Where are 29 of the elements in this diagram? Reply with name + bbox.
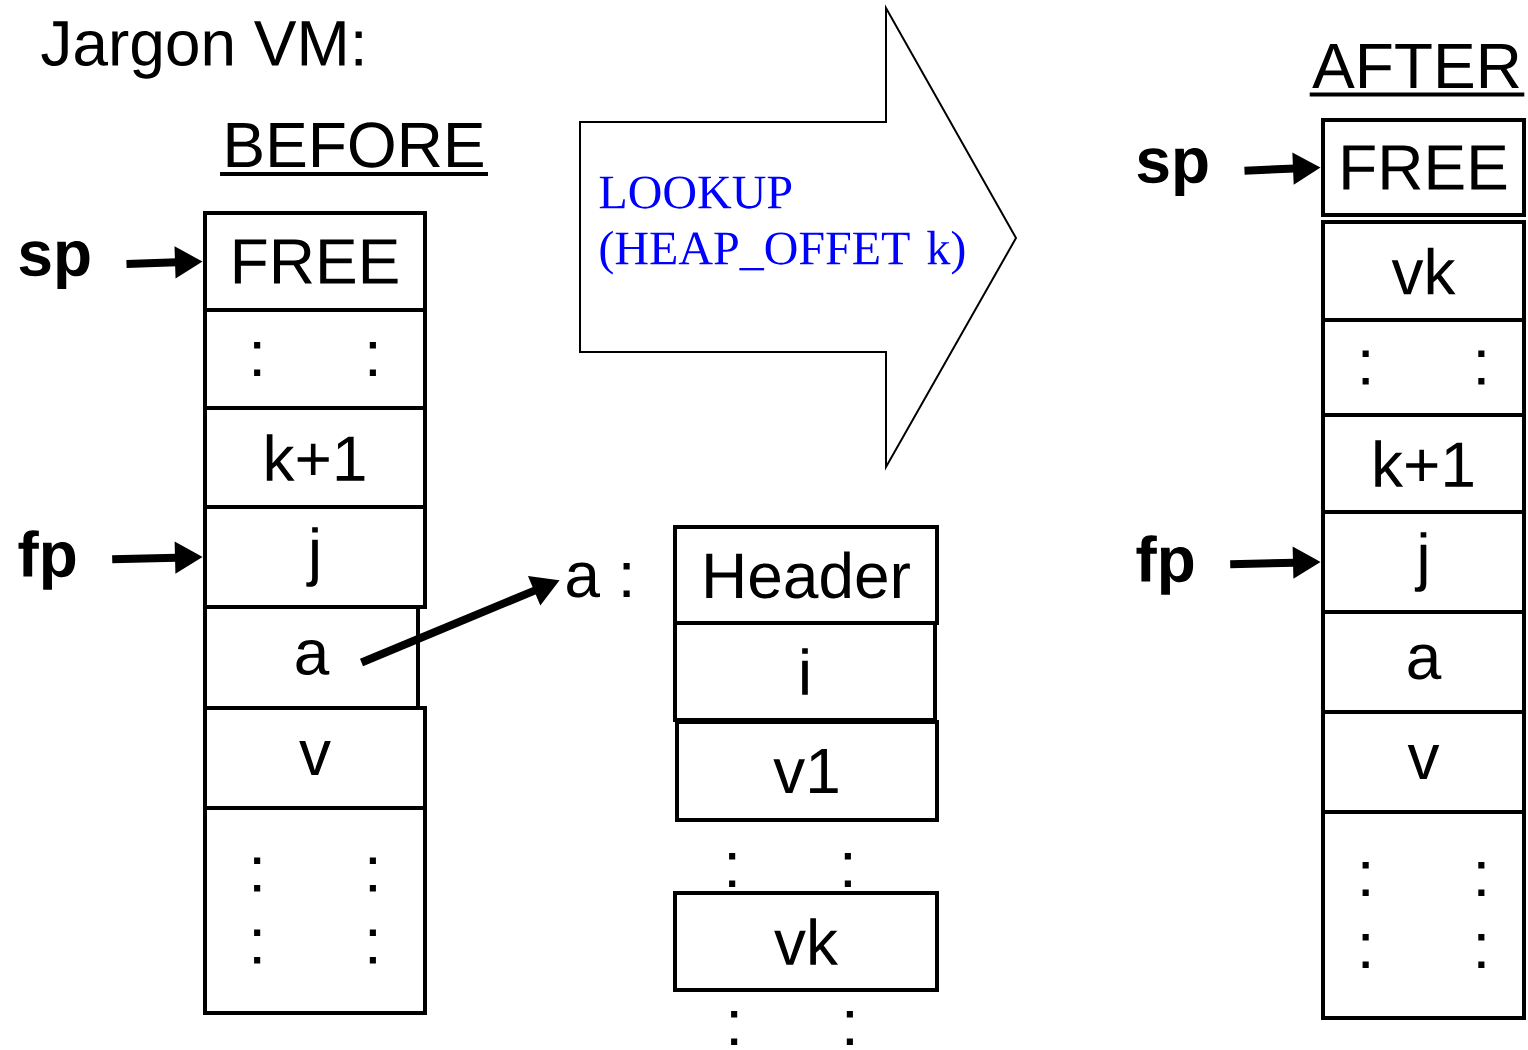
title: Jargon VM: bbox=[41, 21, 362, 79]
heading: BEFORE bbox=[220, 122, 488, 177]
pointer-name: fp bbox=[1136, 535, 1194, 595]
stack-cell: FREE bbox=[1321, 118, 1526, 217]
stack-cell: j bbox=[203, 505, 427, 609]
stack-cell: v1 bbox=[675, 720, 939, 822]
stack-cell: Header bbox=[673, 525, 939, 625]
stack-cell: vk bbox=[1321, 220, 1526, 322]
pointer-name: fp bbox=[18, 530, 76, 590]
pointer-name: sp bbox=[19, 241, 90, 289]
stack-cell: : : bbox=[203, 308, 427, 410]
stack-cell: a bbox=[203, 605, 420, 710]
stack-cell: v bbox=[1321, 710, 1526, 814]
pointer-name: sp bbox=[1137, 148, 1208, 196]
stack-cell: a bbox=[1321, 610, 1526, 714]
stack-cell: : : : : bbox=[203, 806, 427, 1015]
stack-cell: k+1 bbox=[203, 406, 427, 509]
stack-cell: FREE bbox=[203, 211, 427, 312]
stack-cell: : : : : bbox=[1321, 810, 1526, 1020]
address-label: a : bbox=[567, 562, 630, 598]
heading: AFTER bbox=[1309, 44, 1525, 97]
ellipsis: : : bbox=[729, 853, 851, 887]
stack-cell: vk bbox=[673, 891, 939, 992]
stack-cell: v bbox=[203, 706, 427, 810]
stack-cell: k+1 bbox=[1321, 413, 1526, 514]
stack-cell: : : bbox=[1321, 318, 1526, 417]
stack-cell: j bbox=[1321, 510, 1526, 614]
stack-cell: i bbox=[673, 621, 937, 722]
ellipsis: : : bbox=[731, 1011, 853, 1045]
